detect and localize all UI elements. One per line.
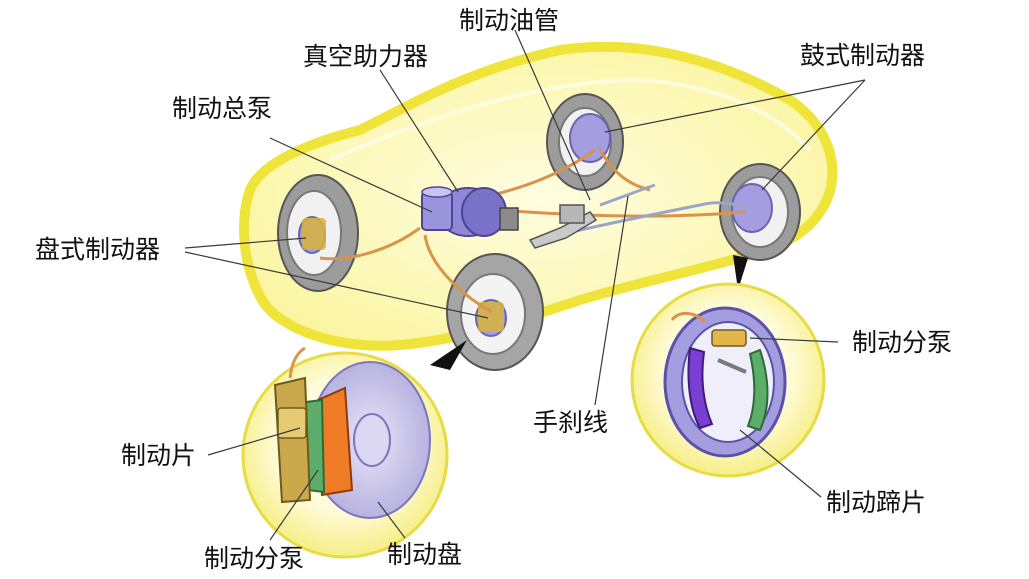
label-brake-shoe: 制动蹄片 xyxy=(826,488,927,517)
car-body xyxy=(239,41,838,351)
label-drum-brake: 鼓式制动器 xyxy=(800,41,926,70)
handbrake-cable xyxy=(544,183,751,240)
wheel-rear-left xyxy=(546,93,624,191)
leader-lines xyxy=(184,29,866,541)
handbrake-lever xyxy=(528,204,598,249)
master-cylinder-booster xyxy=(421,186,519,237)
wheel-front-left xyxy=(277,174,359,292)
disc-brake-zoom xyxy=(241,340,467,559)
label-vacuum-booster: 真空助力器 xyxy=(303,42,429,71)
label-brake-oil-pipe: 制动油管 xyxy=(459,6,560,35)
label-disc-brake: 盘式制动器 xyxy=(35,235,161,264)
label-wheel-cylinder-left: 制动分泵 xyxy=(204,544,305,573)
label-master-cylinder: 制动总泵 xyxy=(172,94,273,123)
drum-brake-zoom xyxy=(630,255,826,478)
label-wheel-cylinder-right: 制动分泵 xyxy=(852,328,953,357)
label-handbrake-cable: 手刹线 xyxy=(533,408,609,437)
wheel-front-right xyxy=(446,253,544,371)
car-body-highlight xyxy=(329,77,812,162)
label-brake-disc: 制动盘 xyxy=(387,540,463,569)
label-brake-pad: 制动片 xyxy=(121,441,197,470)
